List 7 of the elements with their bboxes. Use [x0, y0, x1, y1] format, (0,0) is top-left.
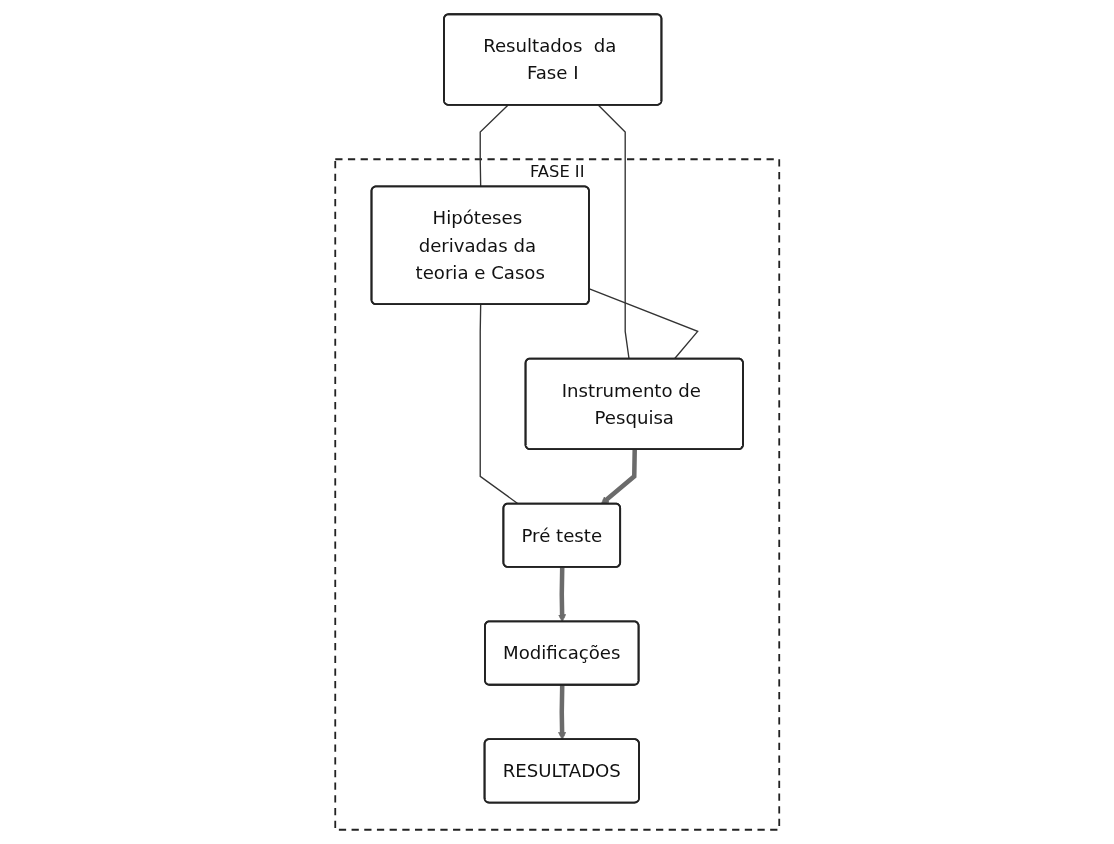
connector	[479, 304, 519, 505]
arrow	[557, 685, 566, 740]
arrow	[600, 449, 637, 505]
connector	[479, 104, 509, 188]
connector	[588, 288, 699, 360]
arrow	[557, 567, 566, 623]
connector	[597, 104, 630, 360]
